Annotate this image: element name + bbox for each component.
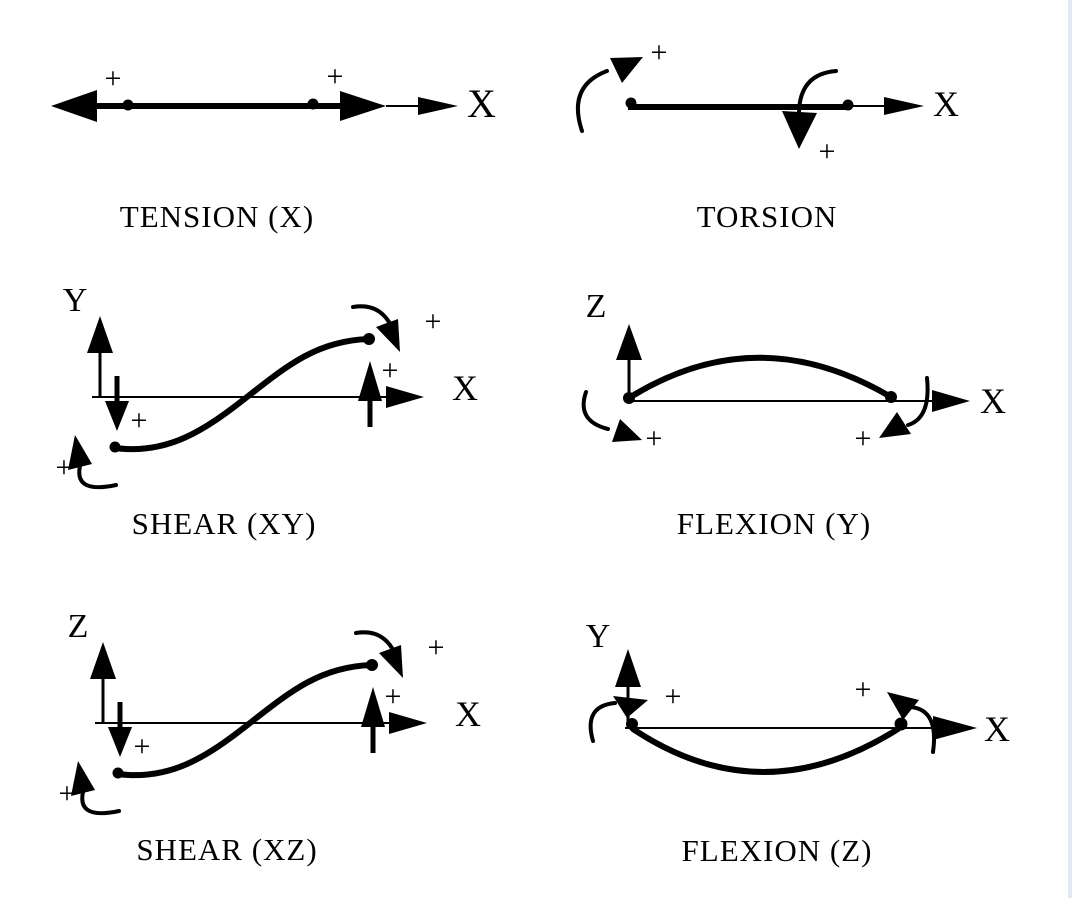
torsion-moment-arrowhead-right [782, 111, 817, 149]
plus-sign: + [327, 60, 344, 93]
x-axis-label: X [467, 81, 496, 126]
plus-sign: + [59, 777, 76, 810]
v-axis-arrowhead [90, 642, 116, 679]
plus-sign: + [646, 422, 663, 455]
node-dot [894, 717, 908, 731]
diagram-shear-xz: Z X + + + + SHEAR (XZ) [59, 608, 481, 867]
x-axis-arrowhead [389, 712, 427, 734]
plus-sign: + [385, 680, 402, 713]
v-axis-arrowhead [616, 324, 642, 360]
moment-arc-left [588, 701, 617, 743]
torsion-moment-arrowhead-left [610, 57, 643, 83]
x-axis-arrowhead [884, 97, 924, 115]
plus-sign: + [855, 422, 872, 455]
node-dot [109, 441, 121, 453]
plus-sign: + [425, 305, 442, 338]
caption: SHEAR (XZ) [136, 832, 317, 867]
diagram-flexion-z: Y + X + FLEXION (Z) [586, 618, 1010, 868]
node-dot [842, 99, 854, 111]
node-dot [307, 98, 319, 110]
moment-arc-bottom-left [77, 464, 118, 490]
moment-arrowhead-right [887, 692, 919, 720]
deformed-beam-s-curve [115, 662, 374, 779]
node-dot [363, 333, 375, 345]
moment-arrowhead-left [612, 419, 642, 442]
x-axis-label: X [452, 368, 478, 408]
moment-arrowhead-top-right [379, 645, 403, 678]
plus-sign: + [428, 631, 445, 664]
plus-sign: + [855, 673, 872, 706]
caption: SHEAR (XY) [132, 506, 317, 541]
plus-sign: + [56, 451, 73, 484]
v-axis-arrowhead [615, 649, 641, 687]
moment-arc-left [581, 390, 610, 431]
x-axis-label: X [455, 694, 481, 734]
diagram-torsion: X + + TORSION [575, 36, 959, 234]
moment-arrowhead-left [613, 696, 648, 718]
caption: FLEXION (Y) [677, 506, 871, 541]
x-axis-label: X [980, 381, 1006, 421]
plus-sign: + [105, 62, 122, 95]
moment-arrowhead-top-right [376, 319, 400, 352]
node-dot [122, 99, 134, 111]
caption: TORSION [697, 199, 838, 234]
axial-force-arrowhead-left [51, 90, 97, 122]
axial-force-arrowhead-right [340, 91, 386, 121]
x-axis-arrowhead [933, 716, 977, 740]
v-axis-label: Y [586, 618, 611, 655]
diagram-flexion-y: Z X + + FLEXION (Y) [581, 288, 1006, 541]
moment-arrowhead-right [879, 412, 911, 438]
plus-sign: + [819, 135, 836, 168]
v-axis-label: Y [63, 282, 88, 319]
deformed-beam-arc-up [626, 354, 894, 401]
moment-arc-top-right [354, 630, 394, 650]
node-dot [366, 659, 378, 671]
plus-sign: + [134, 730, 151, 763]
deformed-beam-s-curve [112, 336, 371, 453]
moment-arc-right [909, 705, 936, 754]
node-dot [112, 767, 124, 779]
right-border [1068, 0, 1072, 898]
torsion-moment-arc-right [797, 69, 838, 114]
caption: FLEXION (Z) [682, 833, 873, 868]
torsion-moment-arc-left [575, 69, 609, 133]
shear-force-arrowhead-down [108, 727, 132, 757]
deformed-beam-arc-down [630, 726, 901, 775]
shear-force-arrowhead-up [361, 687, 385, 727]
plus-sign: + [651, 36, 668, 69]
moment-arc-top-right [351, 304, 391, 324]
node-dot [625, 97, 637, 109]
moment-arc-right [906, 376, 930, 427]
moment-arrowhead-bottom-left [68, 435, 92, 470]
moment-arc-bottom-left [80, 790, 121, 816]
x-axis-label: X [933, 84, 959, 124]
moment-arrowhead-bottom-left [71, 761, 95, 796]
node-dot [885, 391, 897, 403]
shear-force-arrowhead-down [105, 401, 129, 431]
plus-sign: + [131, 404, 148, 437]
plus-sign: + [665, 680, 682, 713]
x-axis-arrowhead [418, 97, 458, 115]
v-axis-label: Z [68, 608, 89, 645]
v-axis-label: Z [586, 288, 607, 325]
plus-sign: + [382, 354, 399, 387]
x-axis-arrowhead [386, 386, 424, 408]
diagram-shear-xy: Y X + + + + SHEAR (XY) [56, 282, 478, 541]
node-dot [623, 392, 635, 404]
x-axis-label: X [984, 709, 1010, 749]
node-dot [626, 718, 638, 730]
caption: TENSION (X) [120, 199, 314, 234]
shear-force-arrowhead-up [358, 361, 382, 401]
diagram-tension-x: + + X TENSION (X) [51, 60, 496, 234]
v-axis-arrowhead [87, 316, 113, 353]
x-axis-arrowhead [932, 390, 970, 412]
